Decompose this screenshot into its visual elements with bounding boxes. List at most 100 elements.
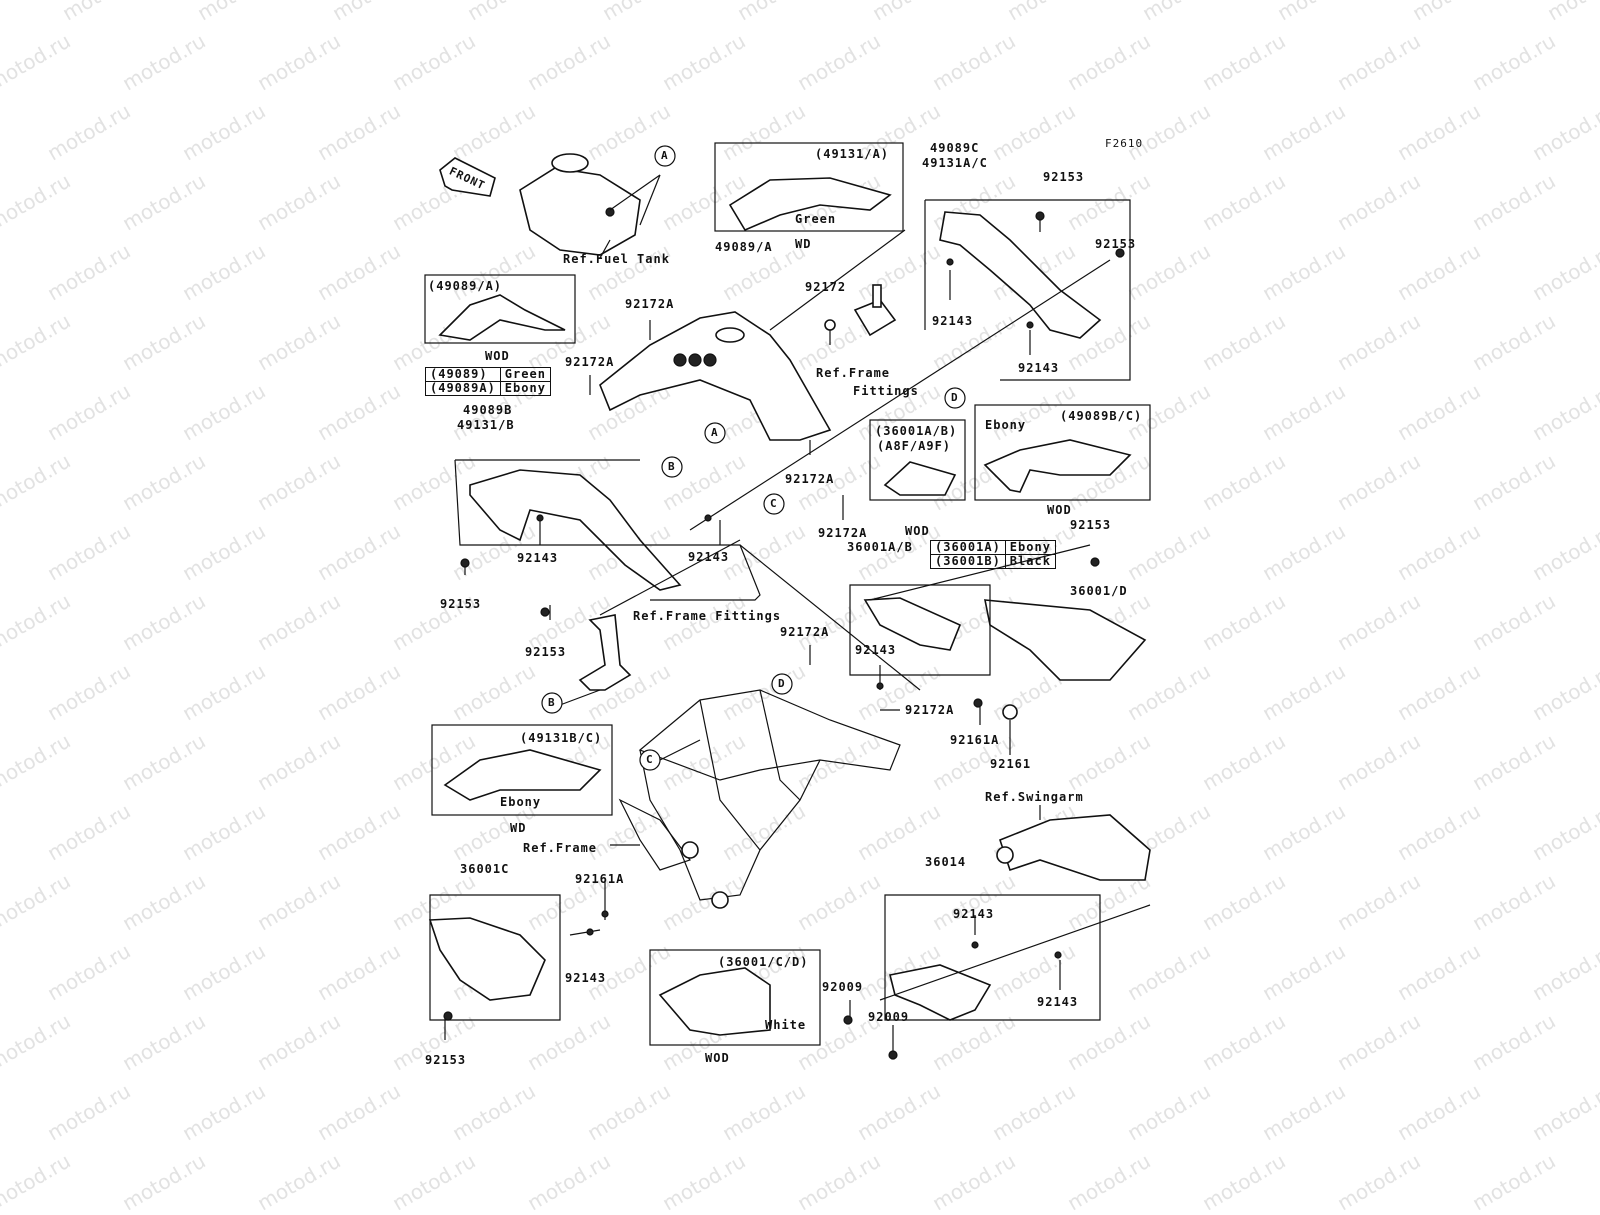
inset-49089bc-code: WOD	[1047, 503, 1072, 517]
part-92161-label: 92161	[990, 757, 1032, 771]
part-36001d-label: 36001/D	[1070, 584, 1128, 598]
part-92161a-label: 92161A	[950, 733, 1000, 747]
left-shroud-icon	[469, 469, 682, 591]
clamp-icon	[853, 284, 897, 337]
part-92143-label: 92143	[517, 551, 559, 565]
callout-c1: C	[770, 497, 778, 510]
fuel-tank-icon	[519, 153, 641, 256]
callout-d2-circle	[771, 673, 793, 695]
inset-49131a-color: Green	[795, 212, 837, 226]
inset-36001cd-part	[658, 967, 771, 1036]
inset-49131a-box	[714, 142, 904, 232]
part-36001c-label: 36001C	[460, 862, 510, 876]
callout-b1: B	[668, 460, 676, 473]
callout-b2: B	[548, 696, 556, 709]
inset-49131a-title: (49131/A)	[815, 147, 890, 161]
part-92143-label: 92143	[688, 550, 730, 564]
part-49131ac-label: 49131A/C	[922, 156, 988, 170]
part-92143-label: 92143	[855, 643, 897, 657]
tank-cover-icon	[599, 311, 832, 441]
table-cell: Black	[1004, 554, 1056, 569]
part-49089c-label: 49089C	[930, 141, 980, 155]
callout-d2: D	[778, 677, 786, 690]
callout-b1-circle	[661, 456, 683, 478]
callout-a1-circle	[654, 145, 676, 167]
table-cell: (49089A)	[425, 381, 501, 396]
inset-49089a-code: WOD	[485, 349, 510, 363]
part-92143-label: 92143	[1018, 361, 1060, 375]
callout-c2-circle	[639, 749, 661, 771]
inset-49131a-code: WD	[795, 237, 812, 251]
part-36001ab-label: 36001A/B	[847, 540, 913, 554]
table-cell: (36001A)	[930, 540, 1006, 555]
callout-a1: A	[661, 149, 669, 162]
part-92143-label: 92143	[1037, 995, 1079, 1009]
part-92172a-label: 92172A	[818, 526, 868, 540]
table-cell: (49089)	[425, 367, 501, 382]
ref-fuel-tank-label: Ref.Fuel Tank	[563, 252, 670, 266]
part-49089a-label: 49089/A	[715, 240, 773, 254]
part-92009-label: 92009	[868, 1010, 910, 1024]
front-arrow-icon	[439, 157, 496, 197]
part-92143-label: 92143	[953, 907, 995, 921]
part-92143-label: 92143	[932, 314, 974, 328]
inset-36001cd-box	[649, 949, 821, 1046]
lower-side-cover-icon	[428, 917, 546, 1001]
part-92153-label: 92153	[425, 1053, 467, 1067]
fastener-markers	[443, 211, 1125, 1060]
part-92153-label: 92153	[1070, 518, 1112, 532]
inset-49089bc-color: Ebony	[985, 418, 1027, 432]
callout-b2-circle	[541, 692, 563, 714]
part-92143-label: 92143	[565, 971, 607, 985]
ref-frame-fittings-label: Fittings	[853, 384, 919, 398]
ref-frame-fittings-label: Ref.Frame	[816, 366, 891, 380]
inset-49131bc-title: (49131B/C)	[520, 731, 603, 745]
inset-49131bc-box	[431, 724, 613, 816]
inset-36001cd-title: (36001/C/D)	[718, 955, 809, 969]
callout-c2: C	[646, 753, 654, 766]
inset-36001ab-title1: (36001A/B)	[875, 424, 958, 438]
part-92172a-label: 92172A	[625, 297, 675, 311]
inset-49089bc-title: (49089B/C)	[1060, 409, 1143, 423]
side-cover-upper-icon	[863, 597, 1147, 681]
table-cell: (36001B)	[930, 554, 1006, 569]
part-49131b-label: 49131/B	[457, 418, 515, 432]
ref-frame-fittings-label: Ref.Frame Fittings	[633, 609, 782, 623]
frame-icon	[618, 689, 901, 909]
figure-code: F2610	[1105, 137, 1144, 150]
part-92172-label: 92172	[805, 280, 847, 294]
part-92172a-label: 92172A	[785, 472, 835, 486]
inset-49131bc-color: Ebony	[500, 795, 542, 809]
part-92172a-label: 92172A	[780, 625, 830, 639]
inset-49131a-part	[728, 177, 892, 232]
group-lower-cover-outline	[429, 894, 561, 1021]
ref-swingarm-label: Ref.Swingarm	[985, 790, 1084, 804]
inset-49089bc-part	[983, 439, 1132, 493]
table-cell: Ebony	[1004, 540, 1056, 555]
inset-49089a-box	[424, 274, 576, 344]
inset-49089bc-box	[974, 404, 1151, 501]
part-92172a-label: 92172A	[565, 355, 615, 369]
part-92161a-label: 92161A	[575, 872, 625, 886]
bracket-icon	[578, 614, 632, 691]
callout-a2-circle	[704, 422, 726, 444]
part-92153-label: 92153	[440, 597, 482, 611]
part-92172a-label: 92172A	[905, 703, 955, 717]
inset-36001cd-color: White	[765, 1018, 807, 1032]
inset-36001cd-code: WOD	[705, 1051, 730, 1065]
group-chain-guard-outline	[884, 894, 1101, 1021]
group-left-shroud-outline	[454, 459, 761, 601]
callout-d1: D	[951, 391, 959, 404]
ref-frame-label: Ref.Frame	[523, 841, 598, 855]
color-table-49089: (49089)Green (49089A)Ebony	[425, 367, 551, 396]
inset-36001ab-part	[883, 461, 957, 496]
part-36014-label: 36014	[925, 855, 967, 869]
inset-36001ab-box	[869, 419, 966, 501]
right-shroud-icon	[939, 211, 1102, 339]
part-92153-label: 92153	[1043, 170, 1085, 184]
part-92153-label: 92153	[1095, 237, 1137, 251]
swingarm-icon	[996, 814, 1151, 881]
part-92009-label: 92009	[822, 980, 864, 994]
